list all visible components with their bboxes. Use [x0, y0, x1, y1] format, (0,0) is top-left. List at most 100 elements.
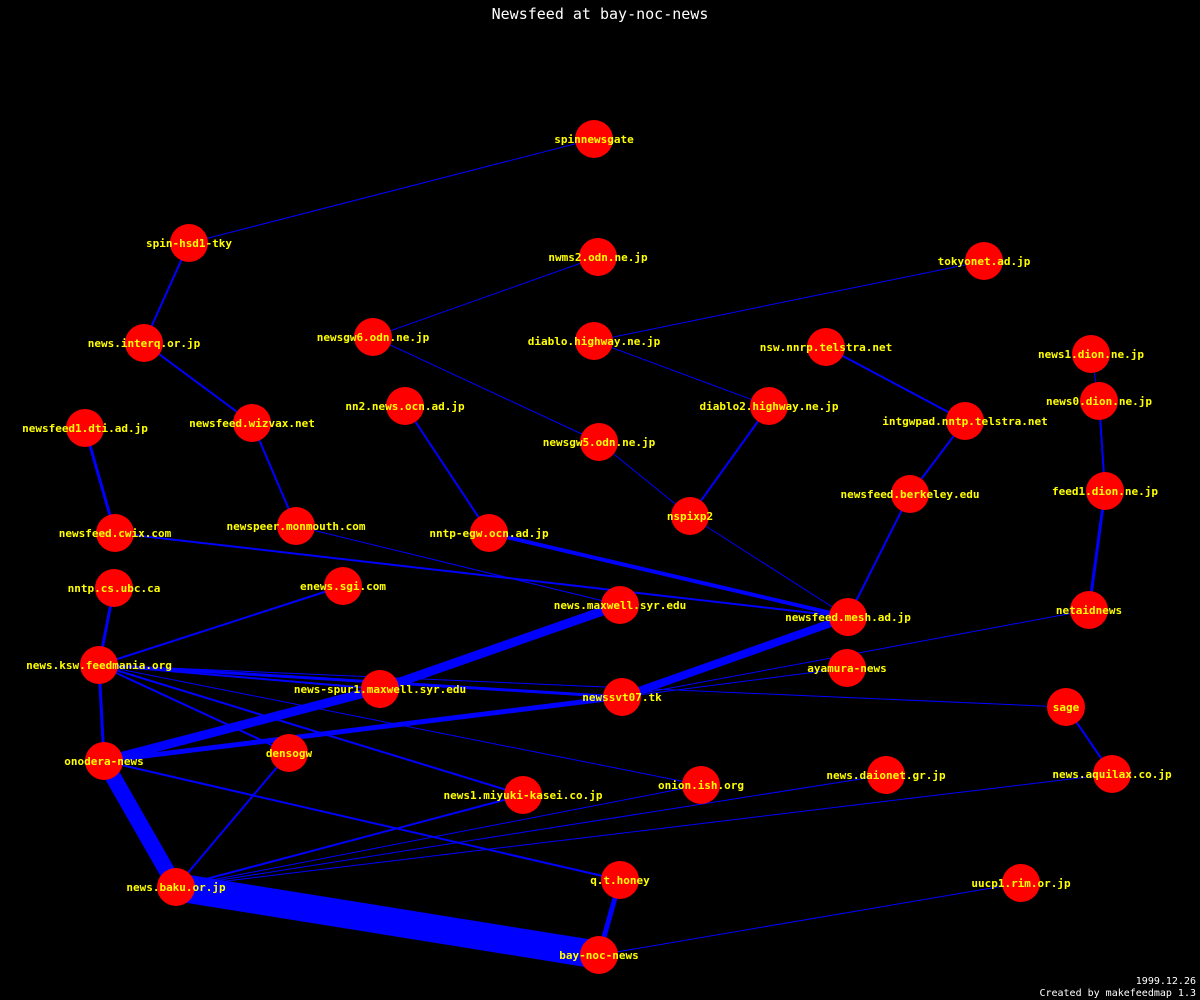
node-tokyonet[interactable]: tokyonet.ad.jp: [938, 242, 1031, 280]
node-ubc[interactable]: nntp.cs.ubc.ca: [68, 569, 161, 607]
node-label: diablo.highway.ne.jp: [528, 335, 661, 348]
node-spin-hsd1-tky[interactable]: spin-hsd1-tky: [146, 224, 232, 262]
footer-date: 1999.12.26: [1136, 976, 1196, 987]
node-label: newsfeed.berkeley.edu: [840, 488, 979, 501]
node-label: nspixp2: [667, 510, 713, 523]
map-title: Newsfeed at bay-noc-news: [492, 5, 709, 23]
node-label: uucp1.rim.or.jp: [971, 877, 1071, 890]
node-diablo[interactable]: diablo.highway.ne.jp: [528, 322, 661, 360]
node-label: newsfeed.mesh.ad.jp: [785, 611, 911, 624]
node-netaid[interactable]: netaidnews: [1056, 591, 1122, 629]
edge-cwix-mesh: [114, 532, 849, 618]
node-newsgw5[interactable]: newsgw5.odn.ne.jp: [543, 423, 656, 461]
node-aquilax[interactable]: news.aquilax.co.jp: [1052, 755, 1172, 793]
node-circle: [470, 514, 508, 552]
edge-feedmania-newssvt07: [98, 663, 623, 699]
node-diablo2[interactable]: diablo2.highway.ne.jp: [699, 387, 839, 425]
node-nn2ocn[interactable]: nn2.news.ocn.ad.jp: [345, 387, 465, 425]
node-label: sage: [1053, 701, 1080, 714]
node-honey[interactable]: q.t.honey: [590, 861, 650, 899]
node-label: news.aquilax.co.jp: [1052, 768, 1172, 781]
node-circle: [1002, 864, 1040, 902]
node-baku[interactable]: news.baku.or.jp: [126, 868, 226, 906]
node-densogw[interactable]: densogw: [266, 734, 313, 772]
node-ayamura[interactable]: ayamura-news: [807, 649, 887, 687]
edge-nn2ocn-nntpegw: [404, 405, 490, 534]
edge-feedmania-miyuki: [98, 664, 524, 796]
footer-credit: Created by makefeedmap 1.3: [1039, 988, 1196, 999]
node-monmouth[interactable]: newspeer.monmouth.com: [226, 507, 366, 545]
node-berkeley[interactable]: newsfeed.berkeley.edu: [840, 475, 980, 513]
node-circle: [829, 598, 867, 636]
edge-diablo-diablo2: [593, 340, 770, 407]
edge-monmouth-maxwell: [295, 525, 621, 606]
node-label: onion.ish.org: [658, 779, 744, 792]
node-dion0[interactable]: news0.dion.ne.jp: [1046, 382, 1152, 420]
node-circle: [965, 242, 1003, 280]
node-circle: [354, 318, 392, 356]
node-label: nwms2.odn.ne.jp: [548, 251, 648, 264]
node-onion[interactable]: onion.ish.org: [658, 766, 744, 804]
node-nwms2[interactable]: nwms2.odn.ne.jp: [548, 238, 648, 276]
node-circle: [96, 514, 134, 552]
node-intgwpad[interactable]: intgwpad.nntp.telstra.net: [882, 402, 1048, 440]
edge-maxwell-spur1: [378, 600, 622, 694]
node-nspixp2[interactable]: nspixp2: [667, 497, 713, 535]
node-baynoc[interactable]: bay-noc-news: [559, 936, 639, 974]
node-circle: [324, 567, 362, 605]
node-maxwell[interactable]: news.maxwell.syr.edu: [554, 586, 686, 624]
node-dti[interactable]: newsfeed1.dti.ad.jp: [22, 409, 148, 447]
edge-feedmania-densogw: [98, 664, 290, 754]
node-circle: [1072, 335, 1110, 373]
node-circle: [233, 404, 271, 442]
node-circle: [504, 776, 542, 814]
node-onodera[interactable]: onodera-news: [64, 742, 144, 780]
node-circle: [125, 324, 163, 362]
edge-spinnewsgate-spin-hsd1-tky: [188, 138, 595, 244]
edge-ayamura-newssvt07: [621, 667, 848, 698]
node-mesh[interactable]: newsfeed.mesh.ad.jp: [785, 598, 911, 636]
node-label: newsfeed1.dti.ad.jp: [22, 422, 148, 435]
node-sage[interactable]: sage: [1047, 688, 1085, 726]
node-miyuki[interactable]: news1.miyuki-kasei.co.jp: [444, 776, 603, 814]
node-circle: [361, 670, 399, 708]
node-label: bay-noc-news: [559, 949, 638, 962]
node-layer: spinnewsgate spin-hsd1-tky nwms2.odn.ne.jp…: [22, 120, 1172, 974]
node-sgi[interactable]: enews.sgi.com: [300, 567, 386, 605]
node-feed1dion[interactable]: feed1.dion.ne.jp: [1052, 472, 1158, 510]
node-circle: [1047, 688, 1085, 726]
node-circle: [1080, 382, 1118, 420]
node-circle: [575, 120, 613, 158]
node-circle: [946, 402, 984, 440]
node-label: newssvt07.tk: [582, 691, 662, 704]
node-interq[interactable]: news.interq.or.jp: [88, 324, 201, 362]
node-dion1[interactable]: news1.dion.ne.jp: [1038, 335, 1144, 373]
edge-onodera-baku: [97, 757, 183, 891]
node-circle: [671, 497, 709, 535]
edge-feed1dion-netaid: [1087, 490, 1107, 611]
node-nsw[interactable]: nsw.nnrp.telstra.net: [760, 328, 892, 366]
node-feedmania[interactable]: news.ksw.feedmania.org: [26, 646, 172, 684]
node-cwix[interactable]: newsfeed.cwix.com: [59, 514, 172, 552]
node-spur1[interactable]: news-spur1.maxwell.syr.edu: [294, 670, 466, 708]
node-label: news0.dion.ne.jp: [1046, 395, 1152, 408]
node-circle: [867, 756, 905, 794]
edge-uucp1-baynoc: [598, 882, 1022, 956]
node-wizvax[interactable]: newsfeed.wizvax.net: [189, 404, 315, 442]
node-daionet[interactable]: news.daionet.gr.jp: [826, 756, 946, 794]
node-uucp1[interactable]: uucp1.rim.or.jp: [971, 864, 1071, 902]
node-spinnewsgate[interactable]: spinnewsgate: [554, 120, 634, 158]
edge-miyuki-baku: [175, 794, 524, 888]
node-newsgw6[interactable]: newsgw6.odn.ne.jp: [317, 318, 430, 356]
node-circle: [157, 868, 195, 906]
node-newssvt07[interactable]: newssvt07.tk: [582, 678, 662, 716]
node-label: densogw: [266, 747, 313, 760]
node-nntpegw[interactable]: nntp-egw.ocn.ad.jp: [429, 514, 549, 552]
node-label: news.daionet.gr.jp: [826, 769, 946, 782]
edge-interq-wizvax: [143, 342, 253, 424]
node-label: spin-hsd1-tky: [146, 237, 232, 250]
node-circle: [80, 646, 118, 684]
node-circle: [1093, 755, 1131, 793]
